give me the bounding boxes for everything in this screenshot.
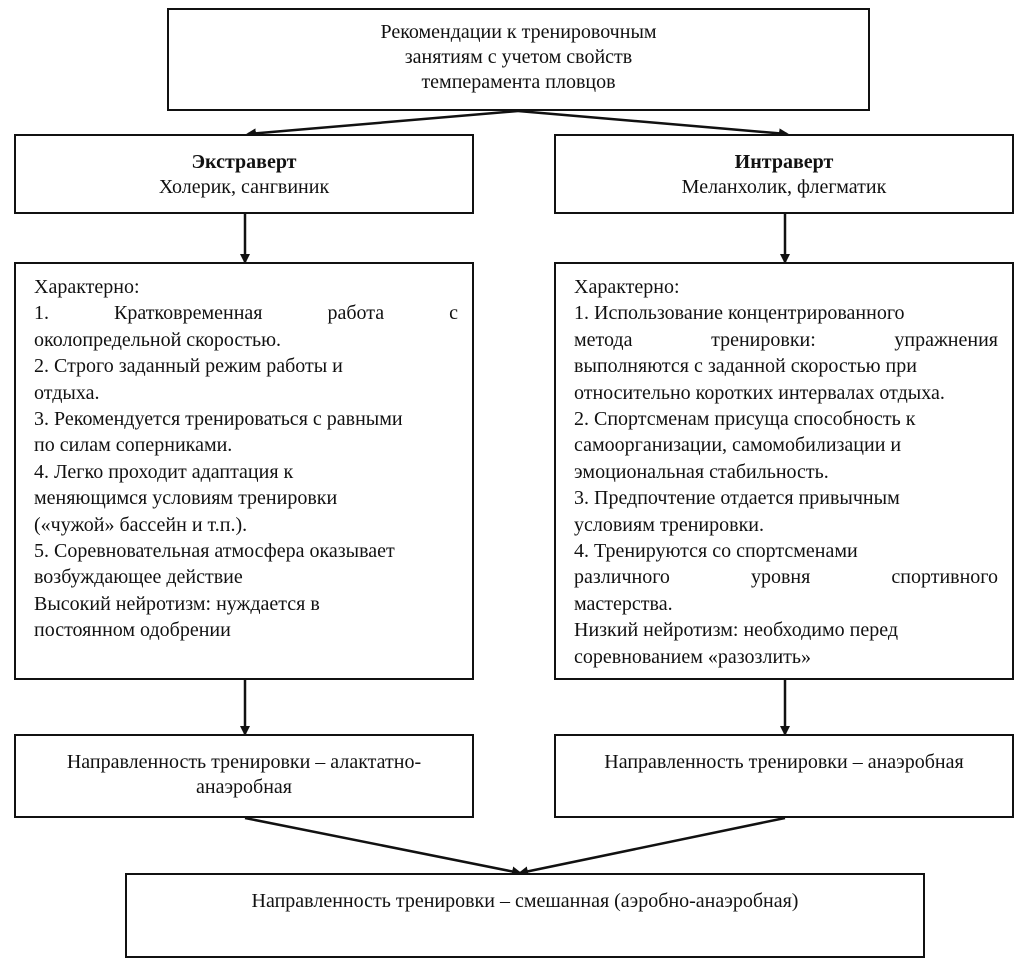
introvert-item-1-cont: метода тренировки: упражнения (574, 328, 998, 351)
introvert-item-2-cont: самоорганизации, самомобилизации и (574, 434, 902, 457)
result-box: Направленность тренировки – смешанная (а… (125, 873, 925, 958)
introvert-heading: Интраверт (734, 151, 834, 173)
introvert-item-1: 1. Использование концентрированного (574, 302, 905, 325)
title-line-3: темперамента пловцов (421, 71, 616, 93)
title-box: Рекомендации к тренировочным занятиям с … (167, 8, 870, 111)
extravert-direction-text: Направленность тренировки – алактатно-ан… (66, 751, 422, 798)
arrow-left-direction-to-result (244, 816, 522, 877)
extravert-neuroticism: Высокий нейротизм: нуждается в (34, 592, 320, 615)
introvert-characteristics-box: Характерно: 1. Использование концентриро… (554, 262, 1014, 680)
introvert-neuroticism-cont: соревнованием «разозлить» (574, 645, 812, 668)
arrow-title-to-introvert (517, 109, 789, 139)
introvert-item-2: 2. Спортсменам присуща способность к (574, 408, 916, 431)
introvert-item-4-cont2: мастерства. (574, 592, 673, 615)
introvert-types: Меланхолик, флегматик (681, 176, 887, 198)
extravert-direction-box: Направленность тренировки – алактатно-ан… (14, 734, 474, 818)
introvert-item-4-cont: различного уровня спортивного (574, 566, 998, 589)
extravert-item-4-cont2: («чужой» бассейн и т.п.). (34, 513, 248, 536)
title-line-2: занятиям с учетом свойств (404, 46, 633, 68)
introvert-item-2-cont2: эмоциональная стабильность. (574, 460, 829, 483)
introvert-direction-text: Направленность тренировки – анаэробная (604, 751, 964, 773)
introvert-direction-box: Направленность тренировки – анаэробная (554, 734, 1014, 818)
extravert-item-1: 1. Кратковременная работа с (34, 302, 458, 325)
extravert-item-3-cont: по силам соперниками. (34, 434, 233, 457)
arrow-right-direction-to-result (518, 816, 786, 877)
extravert-item-5-cont: возбуждающее действие (34, 566, 243, 589)
extravert-types: Холерик, сангвиник (158, 176, 330, 198)
extravert-item-4: 4. Легко проходит адаптация к (34, 460, 294, 483)
introvert-item-4: 4. Тренируются со спортсменами (574, 540, 858, 563)
introvert-item-3-cont: условиям тренировки. (574, 513, 764, 536)
extravert-item-5: 5. Соревновательная атмосфера оказывает (34, 540, 395, 563)
extravert-list-header: Характерно: (34, 276, 140, 298)
extravert-heading: Экстраверт (191, 151, 297, 173)
extravert-neuroticism-cont: постоянном одобрении (34, 619, 231, 642)
introvert-item-3: 3. Предпочтение отдается привычным (574, 487, 900, 510)
extravert-box: Экстраверт Холерик, сангвиник (14, 134, 474, 214)
introvert-item-1-cont2: выполняются с заданной скоростью при (574, 355, 917, 378)
extravert-item-2-cont: отдыха. (34, 381, 100, 404)
result-text: Направленность тренировки – смешанная (а… (251, 890, 799, 912)
introvert-item-1-cont3: относительно коротких интервалах отдыха. (574, 381, 945, 404)
extravert-characteristics-box: Характерно: 1. Кратковременная работа с … (14, 262, 474, 680)
extravert-item-2: 2. Строго заданный режим работы и (34, 355, 343, 378)
extravert-item-3: 3. Рекомендуется тренироваться с равными (34, 408, 403, 431)
introvert-box: Интраверт Меланхолик, флегматик (554, 134, 1014, 214)
introvert-neuroticism: Низкий нейротизм: необходимо перед (574, 619, 899, 642)
arrow-title-to-extravert (246, 109, 519, 139)
extravert-item-1-cont: околопредельной скоростью. (34, 328, 282, 351)
title-line-1: Рекомендации к тренировочным (380, 21, 657, 43)
extravert-item-4-cont: меняющимся условиям тренировки (34, 487, 338, 510)
introvert-list-header: Характерно: (574, 276, 680, 298)
